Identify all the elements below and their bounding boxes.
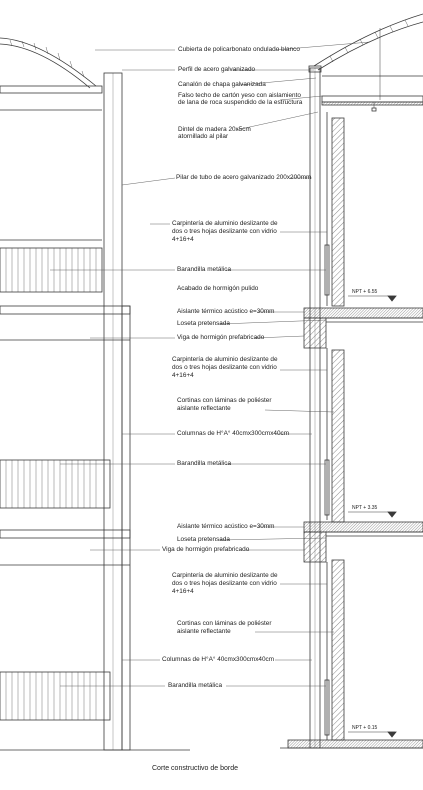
label-carpinteria-a-1: Carpintería de aluminio deslizante de (172, 220, 278, 227)
label-carpinteria-b-3: 4+16+4 (172, 372, 194, 379)
label-aislante-a: Aislante térmico acústico e=30mm (177, 308, 275, 315)
label-carpinteria-b-1: Carpintería de aluminio deslizante de (172, 356, 278, 363)
level-npt-ground: NPT + 0.15 (352, 725, 378, 731)
level-npt-mid: NPT + 3.35 (352, 505, 378, 511)
label-cortinas-a-2: aislante reflectante (177, 405, 231, 412)
drawing-caption: Corte constructivo de borde (152, 765, 238, 772)
label-columnas-a: Columnas de H°A° 40cmx300cmx40cm (177, 430, 290, 437)
label-carpinteria-c-3: 4+16+4 (172, 588, 194, 595)
label-cubierta: Cubierta de policarbonato ondulado blanc… (178, 46, 300, 53)
label-cortinas-b-2: aislante reflectante (177, 628, 231, 635)
label-carpinteria-b-2: dos o tres hojas deslizante con vidrio (172, 364, 277, 371)
railing-left-bottom (0, 671, 111, 721)
label-viga-a: Viga de hormigón prefabricado (177, 334, 265, 341)
floor-slab-upper (303, 307, 423, 319)
railing-left-mid (0, 459, 111, 509)
roof-arch-right (313, 13, 423, 67)
label-loseta-b: Loseta pretensada (177, 536, 230, 543)
label-aislante-b: Aislante térmico acústico e=30mm (177, 523, 275, 530)
label-columnas-b: Columnas de H°A° 40cmx300cmx40cm (162, 656, 275, 663)
label-cortinas-b-1: Cortinas con láminas de poliéster (177, 620, 272, 627)
label-falso-techo-1: Falso techo de cartón yeso con aislamien… (178, 92, 301, 99)
curtain-top (331, 117, 345, 307)
label-barandilla-a: Barandilla metálica (177, 266, 231, 273)
label-carpinteria-a-3: 4+16+4 (172, 236, 194, 243)
label-cortinas-a-1: Cortinas con láminas de poliéster (177, 397, 272, 404)
label-carpinteria-c-1: Carpintería de aluminio deslizante de (172, 572, 278, 579)
label-perfil: Perfil de acero galvanizado (178, 66, 256, 73)
ground-slab (287, 739, 423, 749)
leader-lines (50, 41, 371, 687)
label-carpinteria-c-2: dos o tres hojas deslizante con vidrio (172, 580, 277, 587)
label-acabado: Acabado de hormigón pulido (177, 285, 259, 292)
roof-arch-left (0, 37, 97, 87)
floor-slab-lower (303, 521, 423, 533)
label-viga-b: Viga de hormigón prefabricado (162, 546, 250, 553)
label-barandilla-c: Barandilla metálica (168, 682, 222, 689)
label-dintel-2: atornillado al pilar (178, 133, 229, 140)
label-loseta-a: Loseta pretensada (177, 320, 230, 327)
label-dintel-1: Dintel de madera 20x5cm (178, 126, 251, 133)
curtain-mid (331, 349, 345, 523)
label-pilar: Pilar de tubo de acero galvanizado 200x2… (176, 174, 312, 181)
label-falso-techo-2: de lana de roca suspendido de la estruct… (178, 99, 303, 106)
level-npt-top: NPT + 6.55 (352, 289, 378, 295)
label-carpinteria-a-2: dos o tres hojas deslizante con vidrio (172, 228, 277, 235)
label-barandilla-b: Barandilla metálica (177, 460, 231, 467)
curtain-ground (331, 559, 345, 741)
label-canalon: Canalón de chapa galvanizada (178, 81, 266, 88)
